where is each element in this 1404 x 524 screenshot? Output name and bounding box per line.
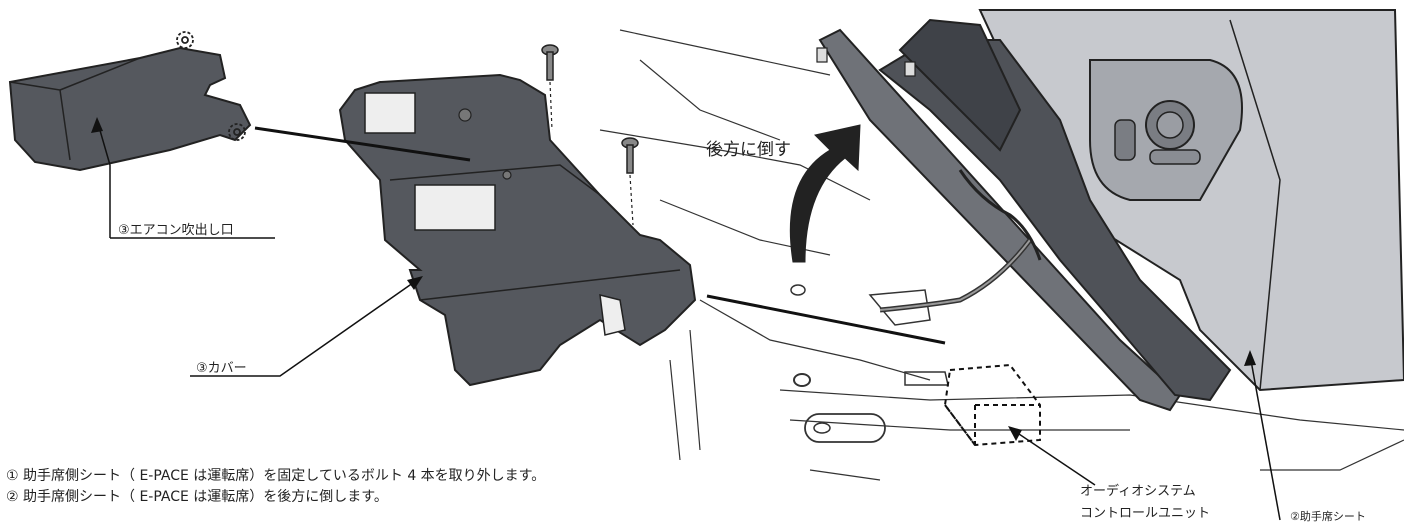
floor-bracket — [868, 289, 931, 326]
vent-label: ③エアコン吹出し口 — [118, 223, 234, 238]
floor-hole — [813, 422, 831, 434]
instruction-steps: ① 助手席側シート（ E-PACE は運転席）を固定しているボルト 4 本を取り… — [6, 466, 545, 508]
tilt-label: 後方に倒す — [706, 140, 791, 160]
seat-frame — [878, 39, 1232, 402]
audio-label-line2: コントロールユニット — [1080, 506, 1211, 521]
step-1: ① 助手席側シート（ E-PACE は運転席）を固定しているボルト 4 本を取り… — [6, 468, 546, 484]
bolt — [541, 44, 639, 174]
step-2: ② 助手席側シート（ E-PACE は運転席）を後方に倒します。 — [6, 489, 388, 505]
connect-line — [706, 294, 946, 345]
tilt-arrow — [789, 124, 861, 263]
seat-rail — [818, 28, 1182, 412]
leader-arrowheads — [91, 117, 1256, 441]
cover-window — [364, 92, 416, 134]
floor-slot — [804, 413, 886, 443]
connect-line — [254, 126, 471, 162]
audio-unit-dashed — [943, 363, 1041, 447]
seat-switch — [1149, 149, 1201, 165]
seat-label: ②助手席シート — [1290, 510, 1366, 523]
leader-lines — [96, 119, 1281, 521]
seat-switch — [1114, 119, 1136, 161]
floor-hole — [793, 373, 811, 387]
audio-label-line1: オーディオシステム — [1080, 484, 1196, 499]
floor-hole — [790, 284, 806, 296]
cover-window — [414, 184, 496, 231]
seat-cushion-edge — [1229, 19, 1281, 391]
vent-part — [8, 46, 252, 172]
cover-label: ③カバー — [196, 361, 247, 376]
